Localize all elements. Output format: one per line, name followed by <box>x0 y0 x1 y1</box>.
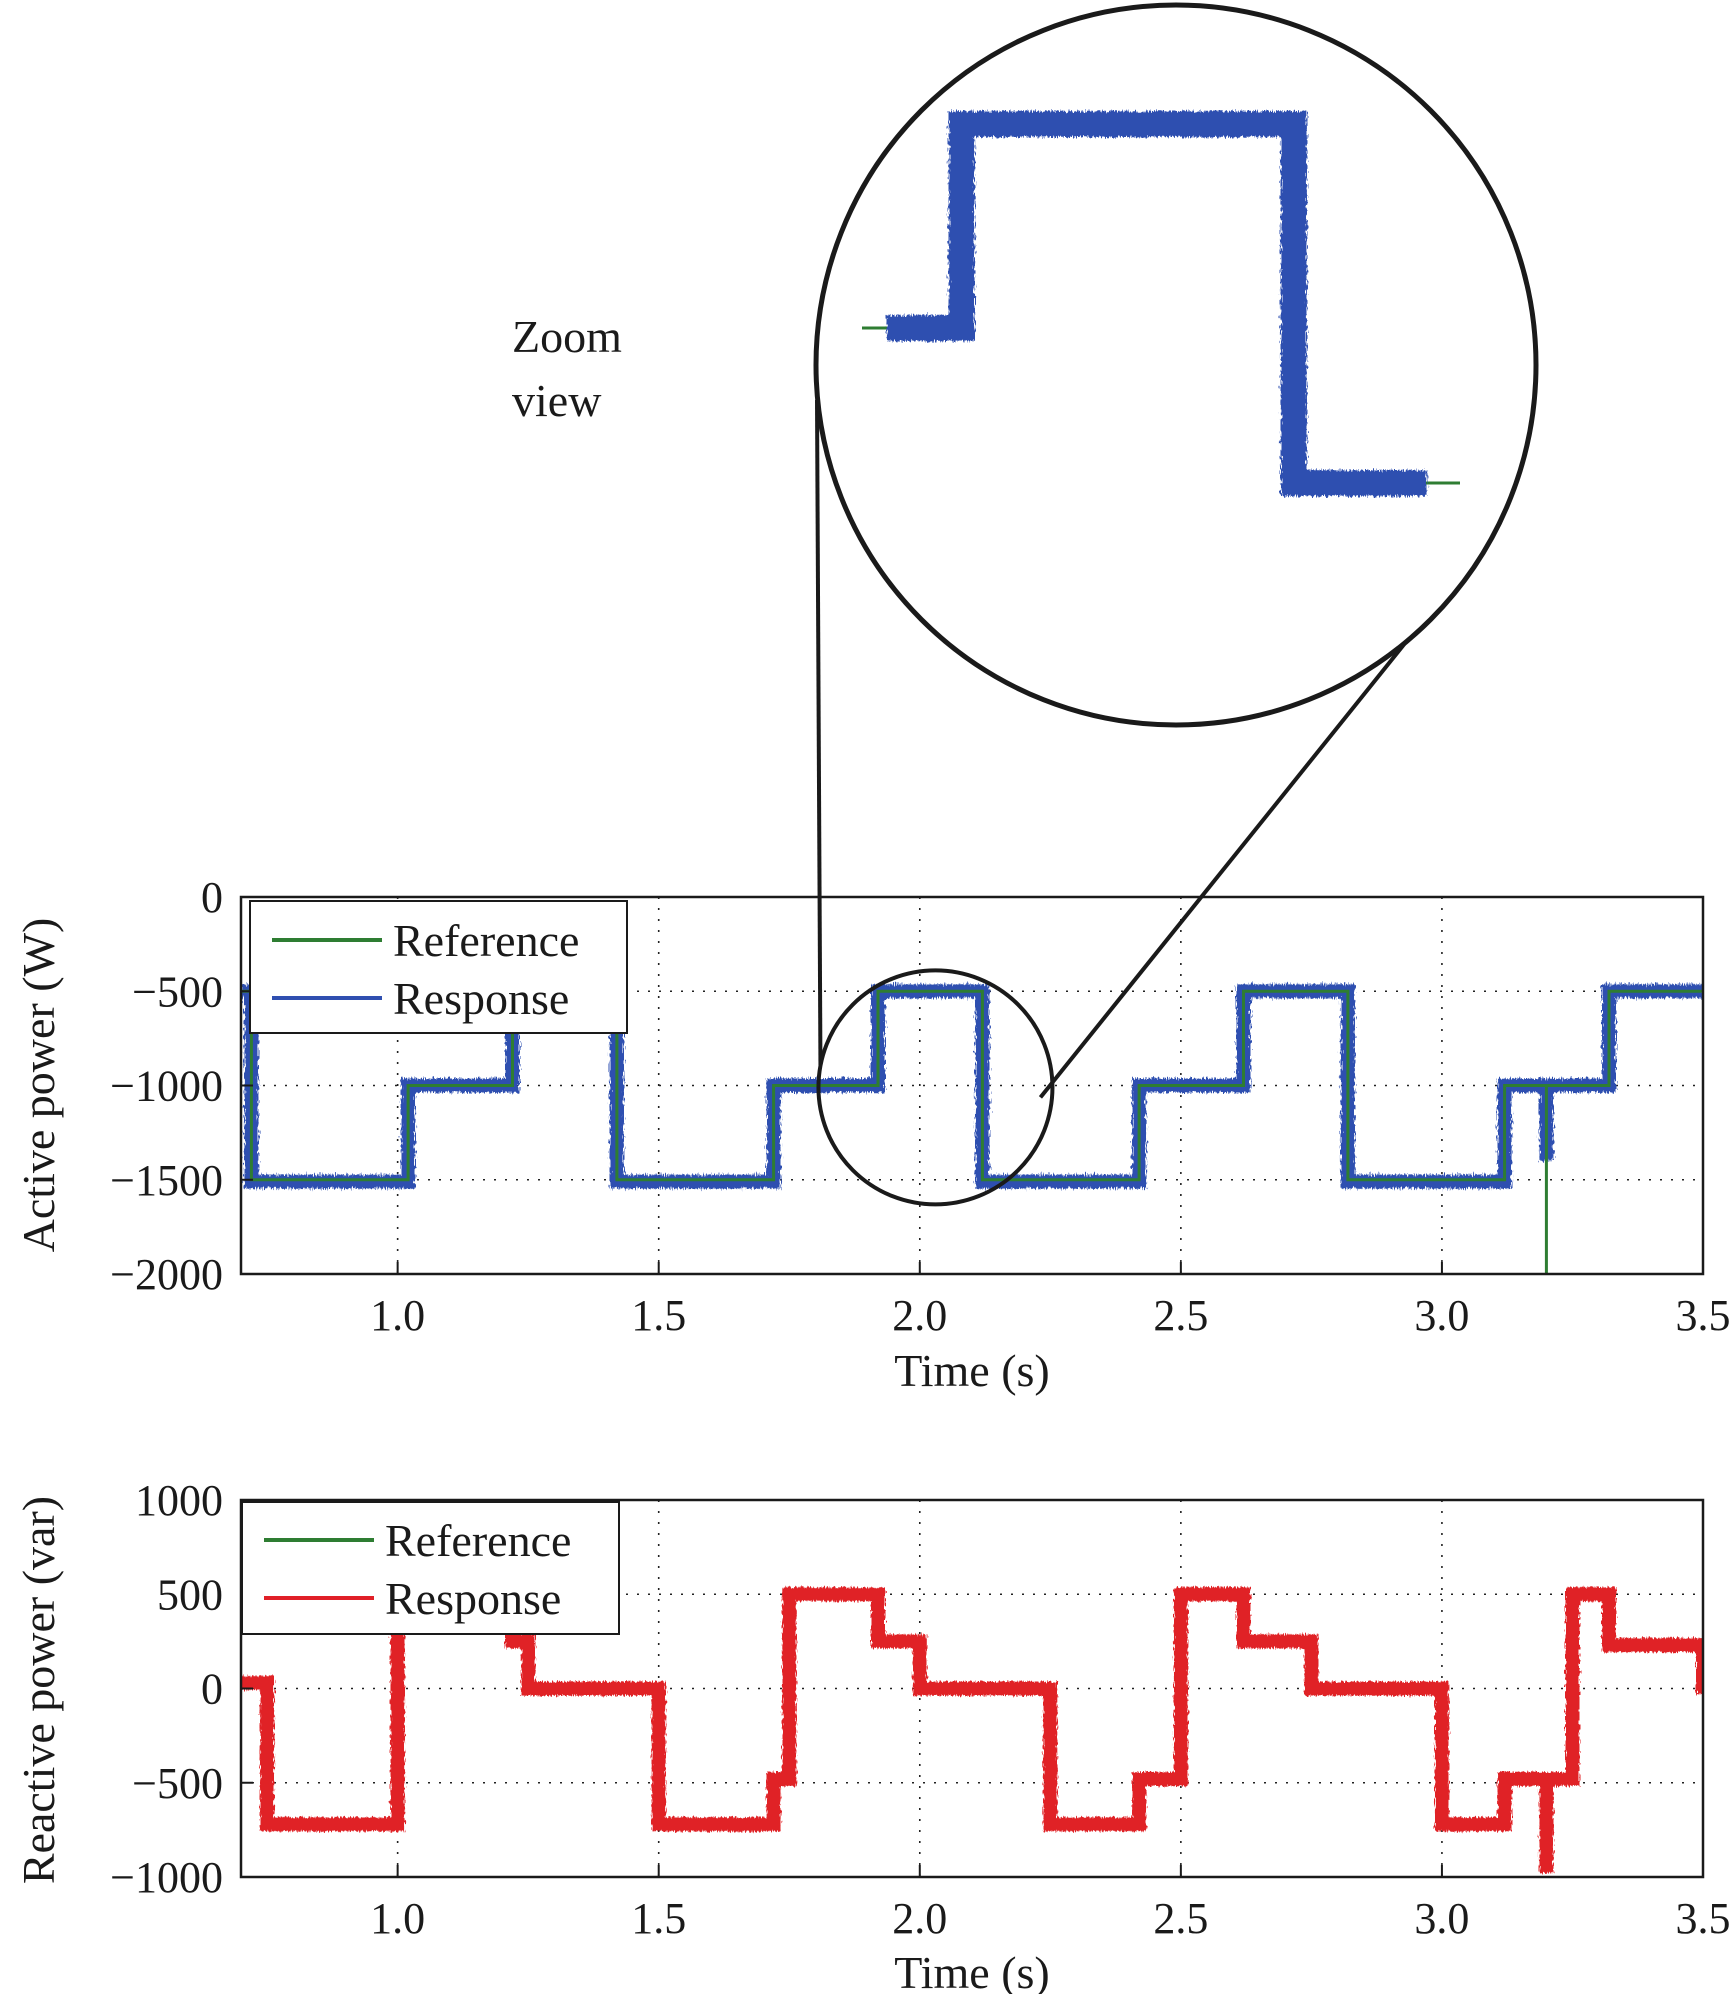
zoom-label-line2: view <box>512 375 602 426</box>
zoom-response-line <box>886 111 1427 496</box>
active-power-y-tick-label: −1500 <box>110 1156 223 1205</box>
zoom-connector-left <box>815 399 823 1066</box>
active-power-x-tick-label: 3.5 <box>1676 1291 1731 1340</box>
active-power-x-tick-label: 1.0 <box>370 1291 425 1340</box>
active-power-legend: Reference Response <box>249 900 628 1034</box>
legend-reference-label: Reference <box>393 915 579 966</box>
reactive-power-x-tick-label: 3.0 <box>1414 1894 1469 1943</box>
active-power-x-tick-label: 1.5 <box>631 1291 686 1340</box>
reactive-power-y-tick-label: −1000 <box>110 1853 223 1902</box>
reactive-power-x-label: Time (s) <box>894 1947 1050 1994</box>
zoom-large-circle <box>813 2 1539 728</box>
active-power-x-tick-label: 3.0 <box>1414 1291 1469 1340</box>
active-power-legend-box <box>249 900 628 1034</box>
reactive-power-legend-box <box>241 1501 620 1635</box>
active-power-reference-line <box>241 989 1703 1274</box>
reactive-power-y-tick-label: 1000 <box>135 1476 223 1525</box>
legend-reference-label: Reference <box>385 1515 571 1566</box>
zoom-small-circle <box>816 968 1055 1207</box>
reactive-power-legend: Reference Response <box>241 1501 620 1635</box>
reactive-power-ticks: 1.0 1.5 2.0 2.5 3.0 3.5 1000 500 0 −500 −1000 <box>110 1476 1730 1943</box>
active-power-y-tick-label: −2000 <box>110 1250 223 1299</box>
zoom-connector-right <box>1038 625 1420 1099</box>
reactive-power-x-tick-label: 3.5 <box>1676 1894 1731 1943</box>
reactive-power-response-line <box>241 1583 1703 1874</box>
zoom-callout <box>813 2 1539 1207</box>
zoom-label-line1: Zoom <box>512 311 622 362</box>
active-power-x-label: Time (s) <box>894 1345 1050 1396</box>
reactive-power-x-tick-label: 1.0 <box>370 1894 425 1943</box>
active-power-y-tick-label: 0 <box>201 873 223 922</box>
reactive-power-x-tick-label: 2.5 <box>1153 1894 1208 1943</box>
legend-response-label: Response <box>385 1573 561 1624</box>
reactive-power-y-tick-label: 0 <box>201 1665 223 1714</box>
active-power-x-tick-label: 2.0 <box>892 1291 947 1340</box>
active-power-series <box>241 984 1703 1274</box>
active-power-ticks: 1.0 1.5 2.0 2.5 3.0 3.5 0 −500 −1000 −1500 −2000 <box>110 873 1730 1340</box>
active-power-panel: 1.0 1.5 2.0 2.5 3.0 3.5 0 −500 −1000 −1500 −2000 A… <box>13 873 1731 1396</box>
active-power-y-tick-label: −500 <box>132 967 223 1016</box>
zoom-detail-trace <box>862 111 1460 496</box>
reactive-power-y-label: Reactive power (var) <box>13 1496 64 1884</box>
reactive-power-x-tick-label: 2.0 <box>892 1894 947 1943</box>
reactive-power-y-tick-label: 500 <box>157 1570 223 1619</box>
active-power-y-tick-label: −1000 <box>110 1062 223 1111</box>
reactive-power-series <box>241 1583 1703 1874</box>
reactive-power-panel: 1.0 1.5 2.0 2.5 3.0 3.5 1000 500 0 −500 −1000 Reac… <box>13 1476 1731 1994</box>
reactive-power-x-tick-label: 1.5 <box>631 1894 686 1943</box>
active-power-x-tick-label: 2.5 <box>1153 1291 1208 1340</box>
legend-response-label: Response <box>393 973 569 1024</box>
reactive-power-y-tick-label: −500 <box>132 1759 223 1808</box>
active-power-y-label: Active power (W) <box>13 918 64 1253</box>
